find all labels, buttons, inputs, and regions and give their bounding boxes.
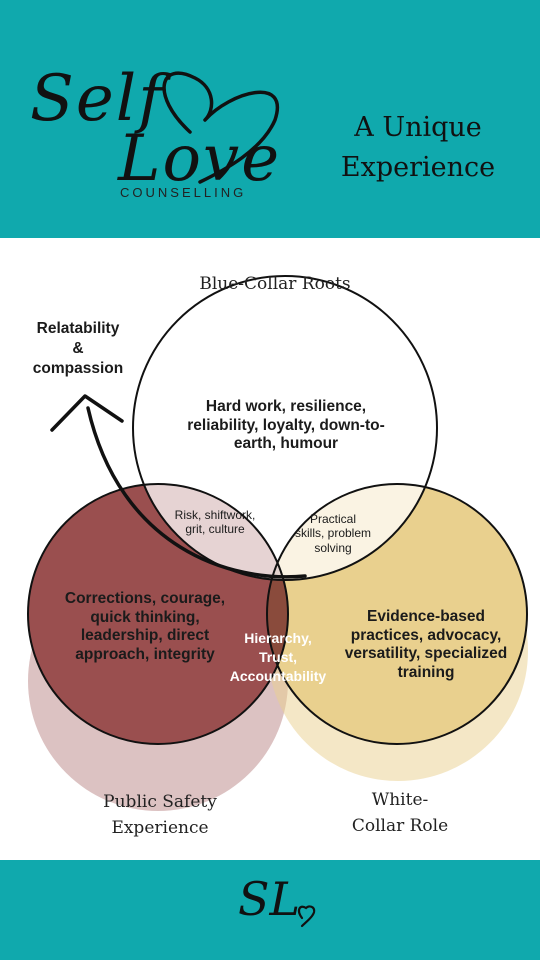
logo-subtitle: COUNSELLING <box>120 185 247 200</box>
tagline-line-2: Experience <box>340 152 496 183</box>
tagline-line-1: A Unique <box>354 112 482 143</box>
center-text-line-3: Accountability <box>229 668 327 684</box>
arrow-label-line-3: compassion <box>32 360 124 377</box>
footer-monogram: SL <box>238 872 301 926</box>
white-collar-title-line-2: Collar Role <box>351 816 449 836</box>
blue-collar-text: Hard work, resilience, reliability, loya… <box>187 398 385 453</box>
white-collar-circle-outline <box>266 483 528 745</box>
logo-self-text: Self <box>30 62 164 136</box>
venn-diagram <box>27 275 528 811</box>
public-safety-title-line-1: Public Safety <box>103 792 217 812</box>
footer-heart-icon <box>297 905 316 928</box>
overlap-top-right-text: Practical skills, problem solving <box>294 512 372 555</box>
blue-collar-circle-outline <box>132 275 438 581</box>
center-text-line-2: Trust, <box>258 649 298 665</box>
public-safety-text: Corrections, courage, quick thinking, le… <box>64 590 226 663</box>
arrow-label-line-2: & <box>72 340 84 357</box>
center-text-line-1: Hierarchy, <box>244 630 312 646</box>
arrow-curve <box>86 406 307 579</box>
arrow-label-line-1: Relatability <box>36 320 120 337</box>
public-safety-title-line-2: Experience <box>111 818 209 838</box>
header-band <box>0 0 540 238</box>
arrow-head-icon <box>50 394 124 432</box>
blue-collar-circle-fill <box>133 276 437 580</box>
white-collar-title-line-1: White- <box>371 790 429 810</box>
blue-collar-title: Blue-Collar Roots <box>199 274 351 294</box>
public-safety-circle-outline <box>27 483 289 745</box>
logo-heart-icon <box>162 71 279 184</box>
white-collar-text: Evidence-based practices, advocacy, vers… <box>344 608 508 681</box>
footer-band <box>0 860 540 960</box>
overlap-top-left-text: Risk, shiftwork, grit, culture <box>174 508 256 537</box>
logo-love-text: Love <box>118 122 282 196</box>
